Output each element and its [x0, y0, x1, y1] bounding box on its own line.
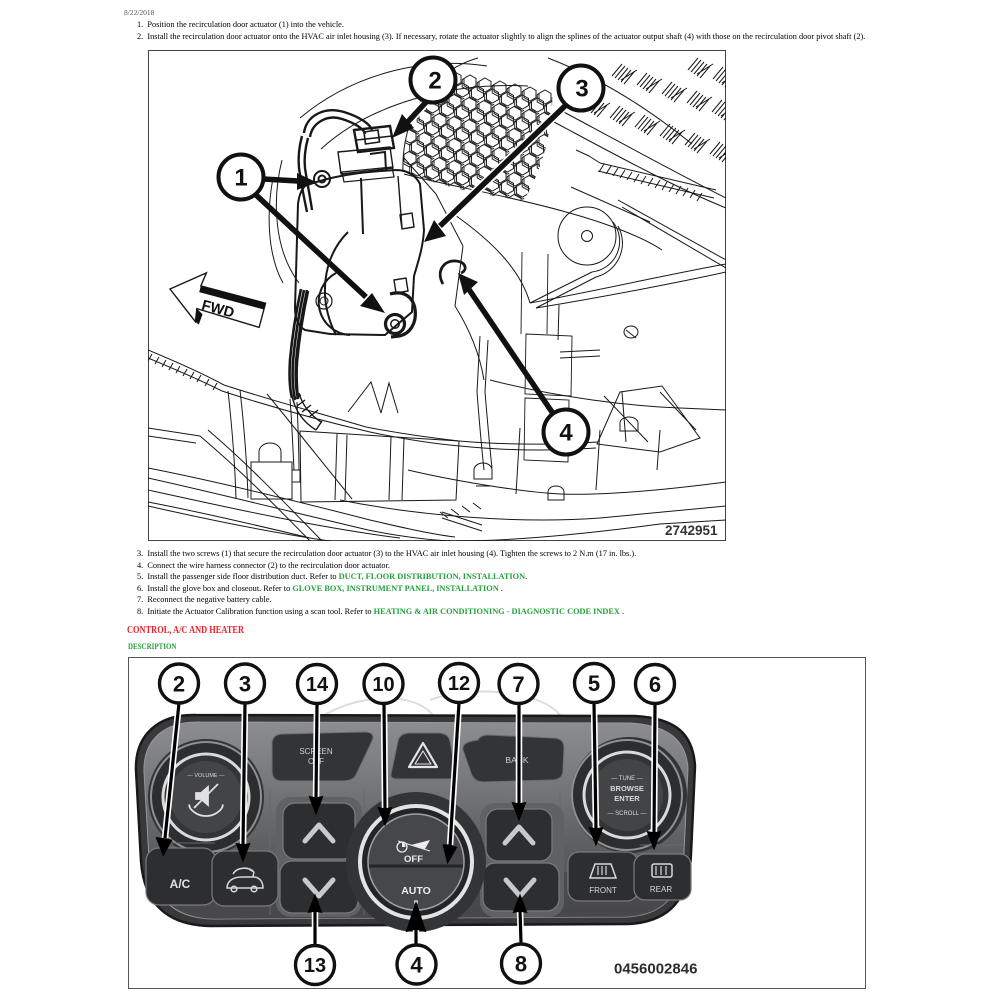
- svg-text:AUTO: AUTO: [401, 885, 431, 897]
- svg-text:6: 6: [649, 672, 661, 697]
- svg-text:2: 2: [173, 672, 185, 697]
- svg-text:FRONT: FRONT: [589, 886, 617, 895]
- svg-text:10: 10: [372, 674, 394, 696]
- svg-text:14: 14: [306, 674, 329, 696]
- svg-text:4: 4: [559, 420, 573, 447]
- svg-text:ENTER: ENTER: [614, 794, 640, 803]
- svg-text:5: 5: [588, 671, 600, 696]
- svg-text:2742951: 2742951: [665, 523, 718, 538]
- svg-text:OFF: OFF: [404, 854, 423, 865]
- svg-text:— VOLUME —: — VOLUME —: [187, 773, 225, 779]
- svg-text:A/C: A/C: [170, 877, 191, 891]
- svg-text:4: 4: [410, 953, 423, 978]
- svg-text:3: 3: [239, 672, 251, 697]
- svg-text:— TUNE —: — TUNE —: [611, 776, 643, 782]
- svg-text:BROWSE: BROWSE: [610, 784, 644, 793]
- svg-text:0456002846: 0456002846: [614, 961, 697, 978]
- svg-text:7: 7: [512, 672, 524, 697]
- svg-text:12: 12: [448, 673, 470, 695]
- svg-text:2: 2: [428, 68, 441, 95]
- svg-text:3: 3: [575, 76, 588, 103]
- svg-text:1: 1: [234, 165, 247, 192]
- svg-text:13: 13: [304, 955, 326, 977]
- svg-text:— SCROLL —: — SCROLL —: [607, 811, 646, 817]
- svg-text:REAR: REAR: [650, 885, 672, 894]
- svg-text:8: 8: [515, 952, 527, 977]
